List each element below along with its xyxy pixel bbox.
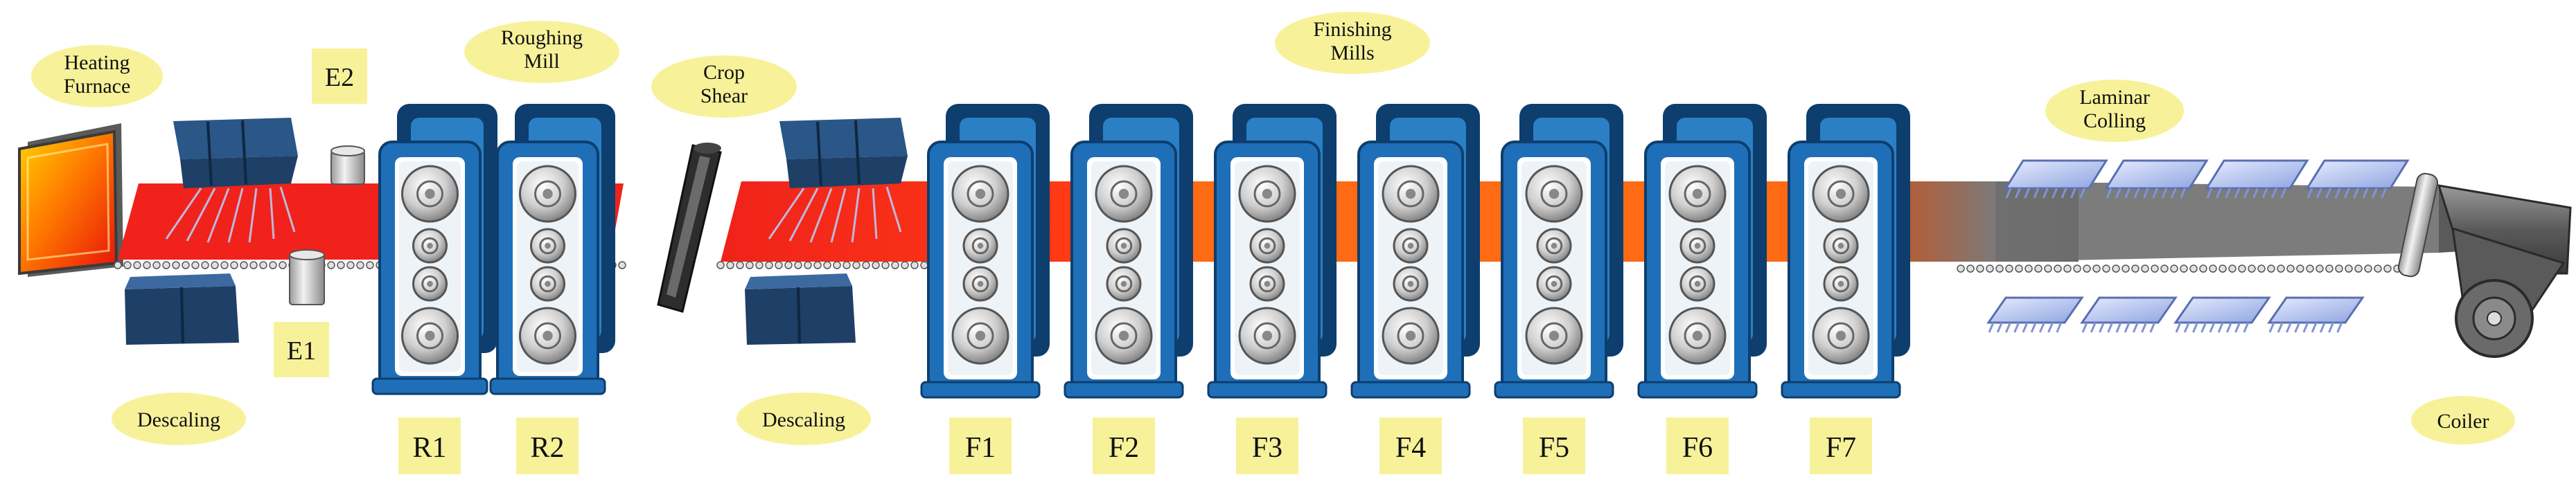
stand-tag-f7: F7 bbox=[1810, 417, 1872, 474]
svg-text:Colling: Colling bbox=[2083, 109, 2146, 132]
edger-e1-roll bbox=[289, 249, 325, 305]
edger-e2-roll bbox=[330, 145, 365, 185]
stand-tag-f5-text: F5 bbox=[1539, 432, 1569, 464]
label-e1: E1 bbox=[274, 322, 329, 377]
label-descaling-2: Descaling bbox=[736, 393, 871, 445]
stand-tags: R1 R2 F1 F2 F3 F4 F5 F6 F7 bbox=[398, 417, 1872, 474]
stand-tag-f4: F4 bbox=[1379, 417, 1442, 474]
stand-tag-f2: F2 bbox=[1093, 417, 1155, 474]
laminar-cooling-headers bbox=[1986, 159, 2410, 333]
stand-tag-r2-text: R2 bbox=[530, 432, 564, 464]
stand-tag-r1-text: R1 bbox=[412, 432, 446, 464]
heating-furnace-line2: Furnace bbox=[64, 75, 131, 98]
descaler-2 bbox=[745, 118, 908, 345]
coiler-text: Coiler bbox=[2437, 410, 2489, 433]
svg-text:Shear: Shear bbox=[700, 84, 748, 107]
stand-tag-f3-text: F3 bbox=[1252, 432, 1282, 464]
mill-stands bbox=[371, 104, 1910, 399]
stand-tag-f6-text: F6 bbox=[1682, 432, 1713, 464]
e1-text: E1 bbox=[287, 336, 316, 366]
label-roughing-mill: Roughing Mill bbox=[464, 21, 619, 83]
svg-text:Mills: Mills bbox=[1330, 42, 1374, 64]
stand-tag-r2: R2 bbox=[516, 417, 579, 474]
heating-furnace-line1: Heating bbox=[64, 51, 130, 74]
stand-tag-f3: F3 bbox=[1236, 417, 1298, 474]
stand-tag-f1: F1 bbox=[949, 417, 1012, 474]
svg-text:Finishing: Finishing bbox=[1313, 18, 1391, 41]
stand-tag-r1: R1 bbox=[398, 417, 461, 474]
descaling-2-text: Descaling bbox=[762, 408, 845, 431]
label-coiler: Coiler bbox=[2411, 396, 2515, 444]
stand-tag-f7-text: F7 bbox=[1826, 432, 1856, 464]
stand-tag-f5: F5 bbox=[1523, 417, 1585, 474]
coiler-machine bbox=[2397, 172, 2572, 358]
stand-tag-f2-text: F2 bbox=[1109, 432, 1139, 464]
svg-text:Roughing: Roughing bbox=[501, 26, 583, 49]
label-heating-furnace: Heating Furnace bbox=[31, 45, 163, 107]
stand-tag-f1-text: F1 bbox=[965, 432, 996, 464]
label-e2: E2 bbox=[312, 48, 367, 104]
stand-tag-f4-text: F4 bbox=[1395, 432, 1426, 464]
label-descaling-1: Descaling bbox=[112, 393, 246, 445]
label-finishing-mills: Finishing Mills bbox=[1275, 12, 1430, 74]
stand-tag-f6: F6 bbox=[1666, 417, 1729, 474]
label-crop-shear: Crop Shear bbox=[651, 55, 797, 118]
svg-text:Crop: Crop bbox=[703, 61, 745, 84]
descaler-1 bbox=[125, 118, 298, 345]
descaling-1-text: Descaling bbox=[137, 408, 220, 431]
heating-furnace bbox=[18, 123, 123, 277]
crop-shear bbox=[657, 143, 722, 313]
label-laminar-colling: Laminar Colling bbox=[2045, 80, 2184, 142]
e2-text: E2 bbox=[325, 63, 354, 92]
svg-text:Laminar: Laminar bbox=[2079, 86, 2150, 109]
svg-text:Mill: Mill bbox=[524, 50, 560, 73]
